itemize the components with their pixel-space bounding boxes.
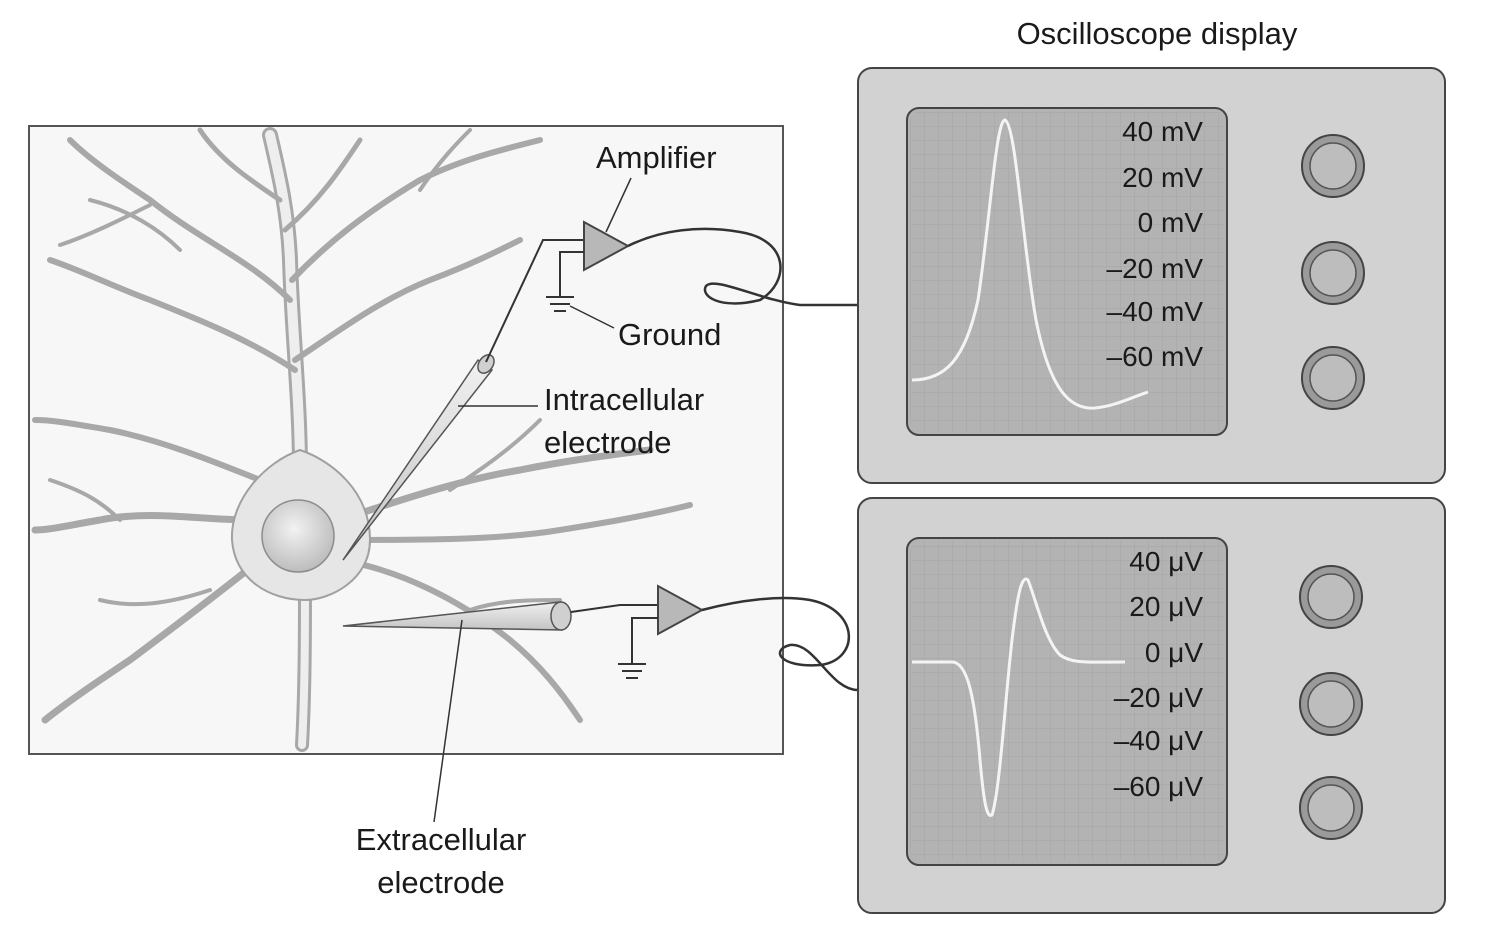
knob-icon	[1309, 142, 1357, 190]
top-scale-label: –60 mV	[1107, 341, 1204, 372]
bottom-scale-label: –20 μV	[1114, 682, 1204, 713]
bottom-scale-label: –60 μV	[1114, 771, 1204, 802]
neuron	[31, 127, 693, 752]
bottom-oscilloscope: 40 μV 20 μV 0 μV –20 μV –40 μV –60 μV	[857, 497, 1446, 914]
knob-icon	[1307, 784, 1355, 832]
extracellular-electrode	[342, 601, 658, 631]
neuron-nucleus	[261, 499, 335, 573]
top-scale-label: 40 mV	[1122, 116, 1203, 147]
extracellular-spike-trace	[912, 577, 1126, 817]
intracellular-label-1: Intracellular	[544, 382, 704, 417]
intracellular-label-2: electrode	[544, 425, 672, 460]
ground-label: Ground	[618, 317, 721, 352]
top-oscilloscope: 40 mV 20 mV 0 mV –20 mV –40 mV –60 mV	[857, 67, 1446, 484]
knob-icon	[1309, 354, 1357, 402]
action-potential-trace	[911, 118, 1149, 410]
knob-icon	[1309, 249, 1357, 297]
amplifier-label: Amplifier	[596, 140, 717, 175]
top-scale-label: –40 mV	[1107, 296, 1204, 327]
knob-icon	[1307, 573, 1355, 621]
bottom-amplifier	[618, 584, 859, 692]
top-scale-label: 20 mV	[1122, 162, 1203, 193]
top-scale-label: –20 mV	[1107, 253, 1204, 284]
bottom-scale-label: –40 μV	[1114, 725, 1204, 756]
intracellular-electrode	[342, 239, 584, 561]
bottom-scale-label: 20 μV	[1129, 591, 1203, 622]
extracellular-label-1: Extracellular	[356, 822, 527, 857]
bottom-scale-label: 0 μV	[1145, 637, 1203, 668]
extracellular-label-2: electrode	[377, 865, 505, 900]
knob-icon	[1307, 680, 1355, 728]
bottom-scale-label: 40 μV	[1129, 546, 1203, 577]
leader-lines	[433, 177, 632, 823]
top-scale-label: 0 mV	[1138, 207, 1204, 238]
top-amplifier	[546, 220, 858, 312]
oscilloscope-title: Oscilloscope display	[1017, 16, 1298, 51]
